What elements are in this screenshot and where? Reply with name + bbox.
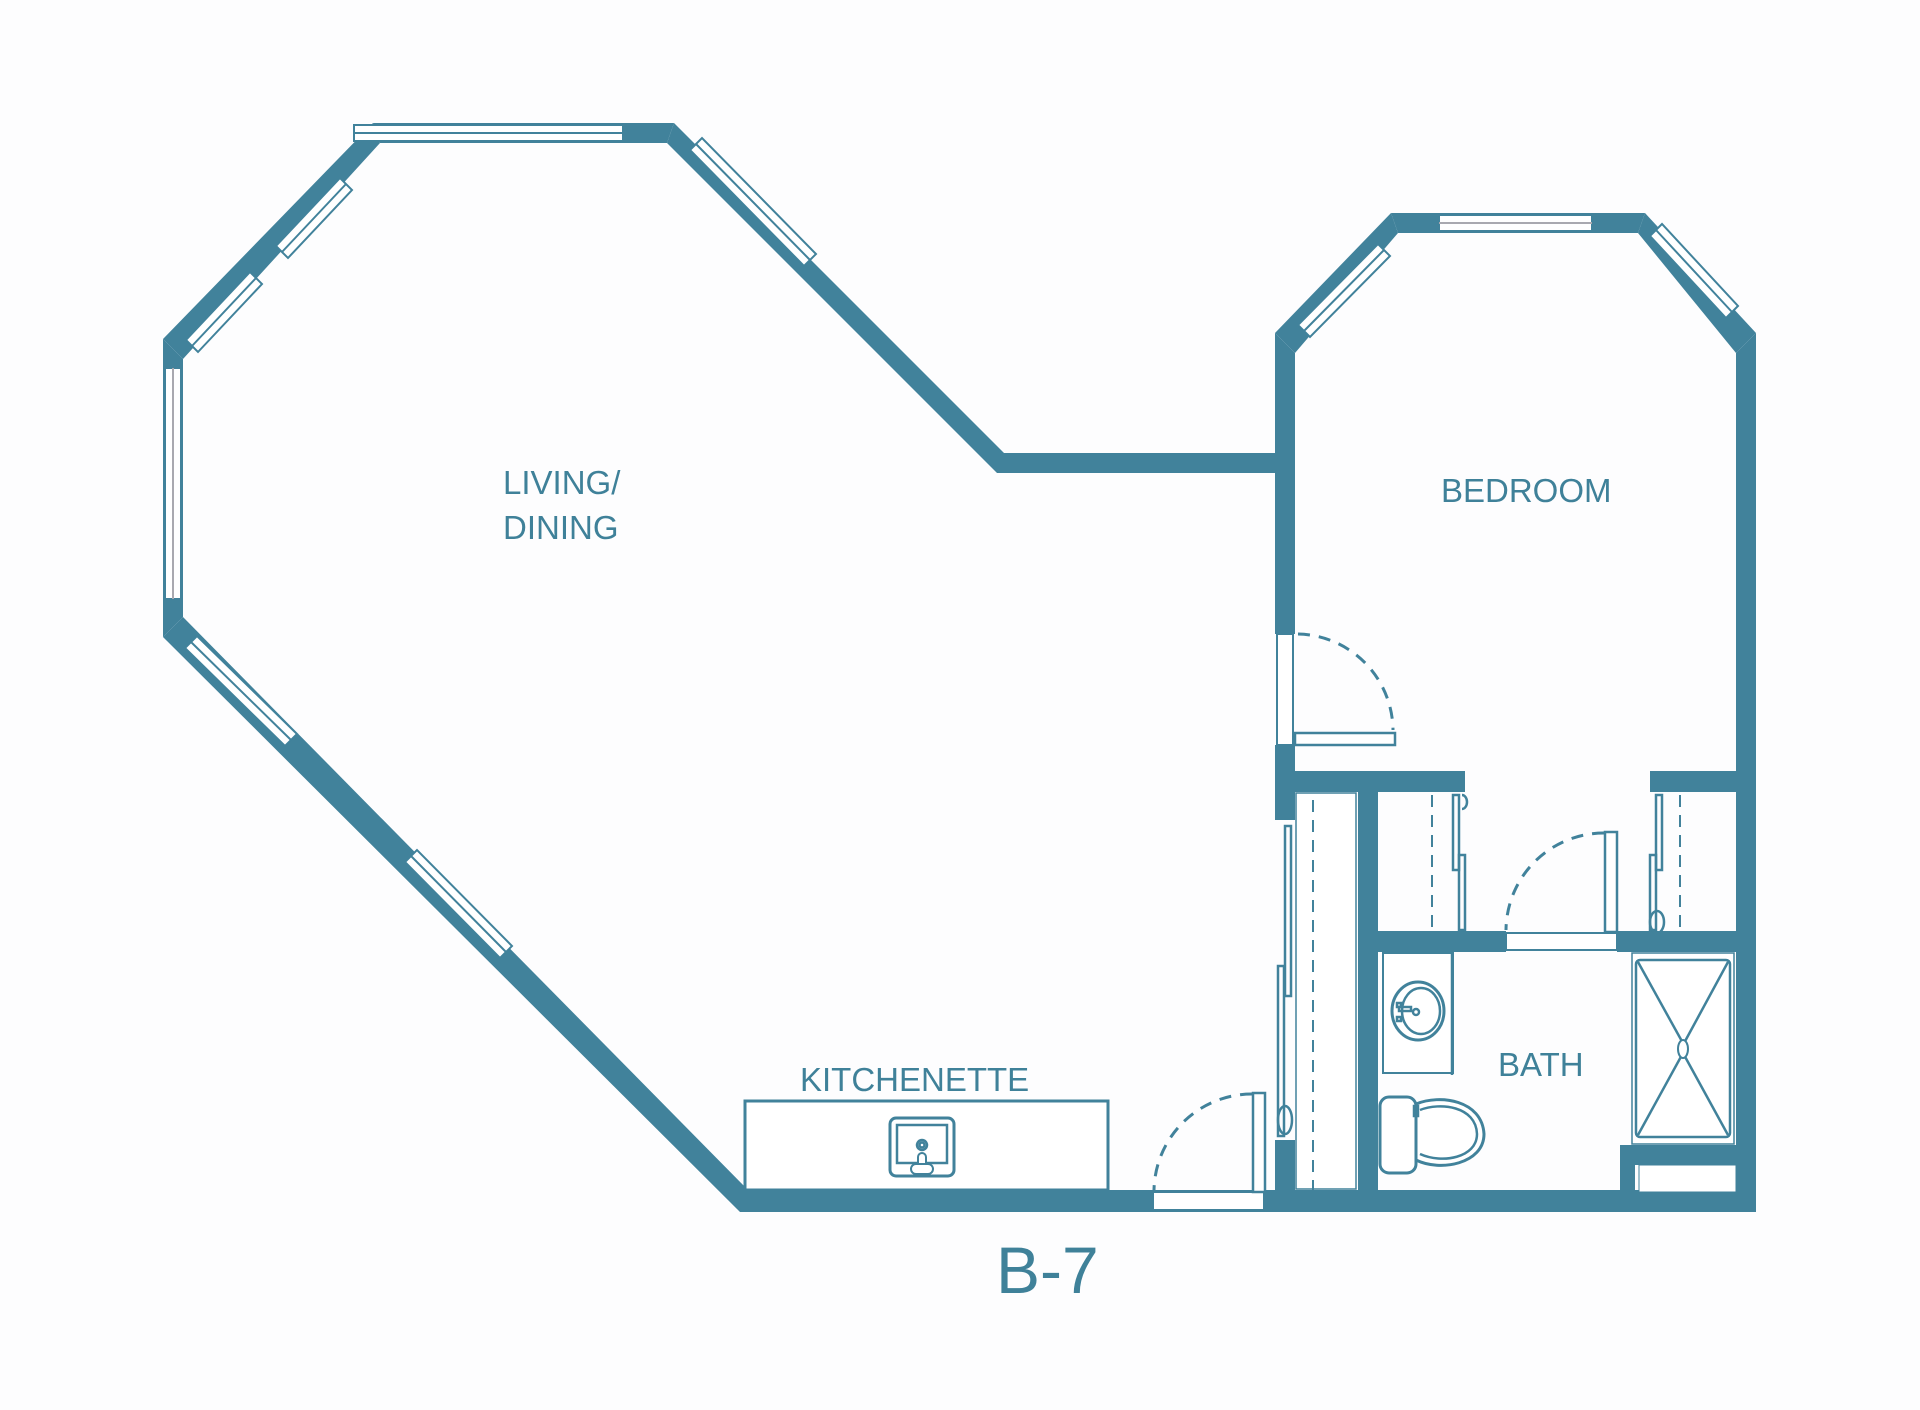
kitchenette-label: KITCHENETTE [800, 1061, 1030, 1098]
closets [1276, 792, 1681, 1190]
entry-door[interactable] [1152, 1091, 1267, 1211]
living-dining-label: LIVING/ DINING [503, 460, 620, 550]
living-windows [164, 124, 818, 960]
unit-title: B-7 [996, 1233, 1099, 1307]
bath-label: BATH [1498, 1046, 1584, 1083]
bedroom-windows [1296, 214, 1740, 339]
toilet-icon [1378, 1095, 1486, 1175]
bath-fixtures [1378, 952, 1737, 1193]
shower-icon [1631, 952, 1735, 1145]
kitchen-sink-icon [888, 1116, 956, 1178]
kitchenette-counter [743, 1099, 1110, 1192]
interior-walls [1275, 771, 1736, 1212]
vanity-sink-icon [1382, 952, 1454, 1075]
bedroom-label: BEDROOM [1441, 472, 1612, 509]
living-label-line2: DINING [503, 509, 619, 546]
bedroom-door[interactable] [1276, 632, 1397, 747]
living-label-line1: LIVING/ [503, 464, 621, 501]
bath-door[interactable] [1504, 830, 1619, 951]
